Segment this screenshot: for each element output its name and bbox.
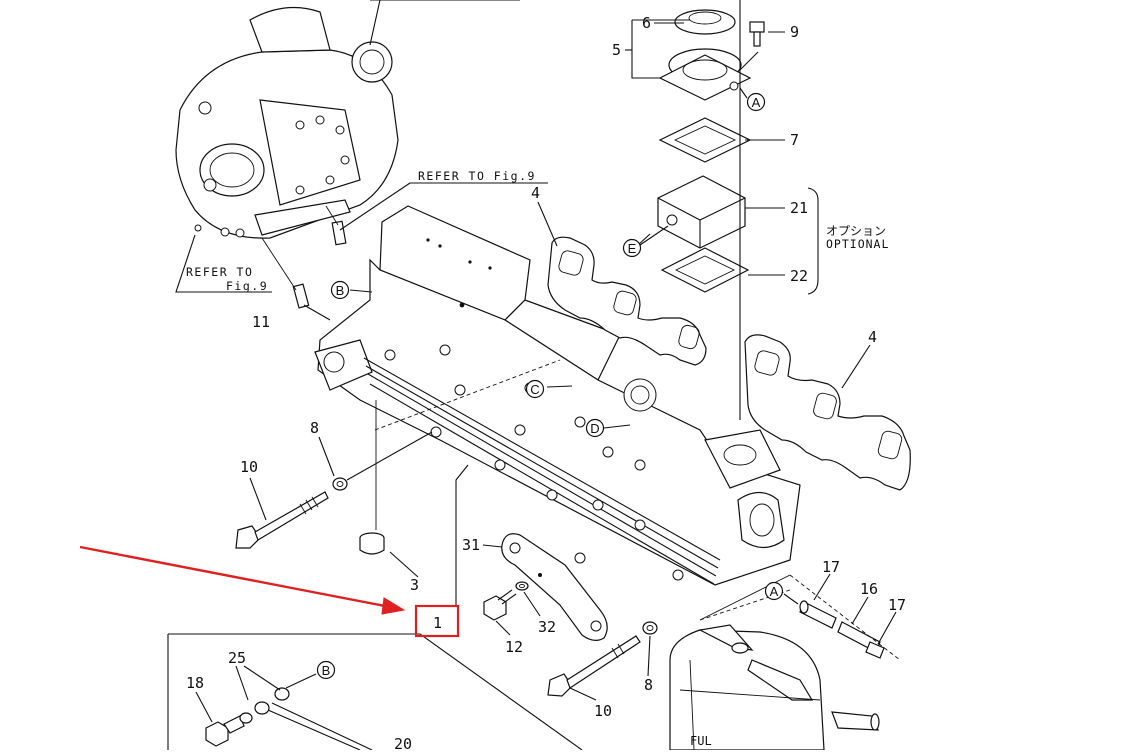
refer-note-left-2: Fig.9 bbox=[226, 279, 268, 293]
highlight-arrow-head bbox=[381, 597, 406, 615]
tank-label: FUL bbox=[690, 734, 712, 748]
highlight-annotation bbox=[79, 545, 460, 638]
callout-17-top: 17 bbox=[822, 558, 840, 576]
plug-3 bbox=[359, 400, 385, 555]
marker-c: C bbox=[525, 379, 545, 399]
leader-lines bbox=[195, 19, 897, 723]
callout-4-upper: 4 bbox=[531, 184, 540, 202]
turbocharger-drawing bbox=[175, 0, 520, 239]
marker-a-top: A bbox=[746, 92, 766, 112]
svg-text:B: B bbox=[336, 283, 345, 298]
highlight-arrow-shaft bbox=[79, 545, 391, 609]
svg-text:E: E bbox=[628, 241, 637, 256]
exhaust-manifold bbox=[314, 205, 801, 586]
callout-6: 6 bbox=[642, 14, 651, 32]
refer-note-left-1: REFER TO bbox=[186, 265, 253, 279]
callout-32: 32 bbox=[538, 618, 556, 636]
refer-notes: REFER TO Fig.9 REFER TO Fig.9 bbox=[175, 169, 548, 293]
coolant-tank: FUL bbox=[669, 624, 880, 751]
callout-3: 3 bbox=[410, 576, 419, 594]
callout-21: 21 bbox=[790, 199, 808, 217]
marker-b-bottom: B bbox=[316, 660, 336, 680]
svg-text:A: A bbox=[752, 95, 761, 110]
gasket-4-upper bbox=[547, 236, 707, 366]
callout-4-lower: 4 bbox=[868, 328, 877, 346]
reference-markers: A E B C D A B bbox=[316, 92, 784, 680]
callout-10-right: 10 bbox=[594, 702, 612, 720]
callout-10-left: 10 bbox=[240, 458, 258, 476]
bolt-12 bbox=[483, 589, 517, 621]
callout-18: 18 bbox=[186, 674, 204, 692]
callout-numbers: 5 6 9 7 21 22 4 4 11 8 10 3 1 31 32 12 1… bbox=[186, 14, 906, 753]
inset-detail-box bbox=[167, 633, 583, 751]
callout-8-right: 8 bbox=[644, 676, 653, 694]
washer-32 bbox=[515, 581, 529, 591]
marker-d: D bbox=[585, 418, 605, 438]
option-label-en: OPTIONAL bbox=[826, 237, 889, 251]
callout-1: 1 bbox=[433, 614, 442, 632]
washer-8-left bbox=[332, 477, 348, 491]
callout-5: 5 bbox=[612, 41, 621, 59]
callout-22: 22 bbox=[790, 267, 808, 285]
bracket-31 bbox=[501, 533, 608, 641]
option-label-jp: オプション bbox=[826, 224, 886, 238]
callout-8-left: 8 bbox=[310, 419, 319, 437]
refer-note-top: REFER TO Fig.9 bbox=[418, 169, 536, 183]
svg-text:C: C bbox=[530, 382, 539, 397]
callout-25: 25 bbox=[228, 649, 246, 667]
marker-a-bottom: A bbox=[764, 581, 784, 601]
gasket-4-lower bbox=[744, 334, 911, 491]
highlight-box bbox=[414, 604, 460, 638]
long-bolt-10-left bbox=[235, 491, 329, 549]
svg-text:B: B bbox=[322, 663, 331, 678]
callout-11: 11 bbox=[252, 313, 270, 331]
callout-31: 31 bbox=[462, 536, 480, 554]
washer-8-right bbox=[642, 621, 658, 635]
callout-9: 9 bbox=[790, 23, 799, 41]
callout-17-right: 17 bbox=[888, 596, 906, 614]
stud-bolts bbox=[261, 205, 347, 321]
svg-text:A: A bbox=[770, 584, 779, 599]
marker-e: E bbox=[622, 238, 642, 258]
callout-12: 12 bbox=[505, 638, 523, 656]
callout-20: 20 bbox=[394, 735, 412, 750]
option-bracket bbox=[807, 187, 819, 295]
marker-b-top: B bbox=[330, 280, 350, 300]
filler-cap-stack bbox=[657, 0, 765, 420]
svg-text:D: D bbox=[590, 421, 599, 436]
callout-16: 16 bbox=[860, 580, 878, 598]
long-bolt-10-right bbox=[547, 635, 641, 697]
callout-7: 7 bbox=[790, 131, 799, 149]
